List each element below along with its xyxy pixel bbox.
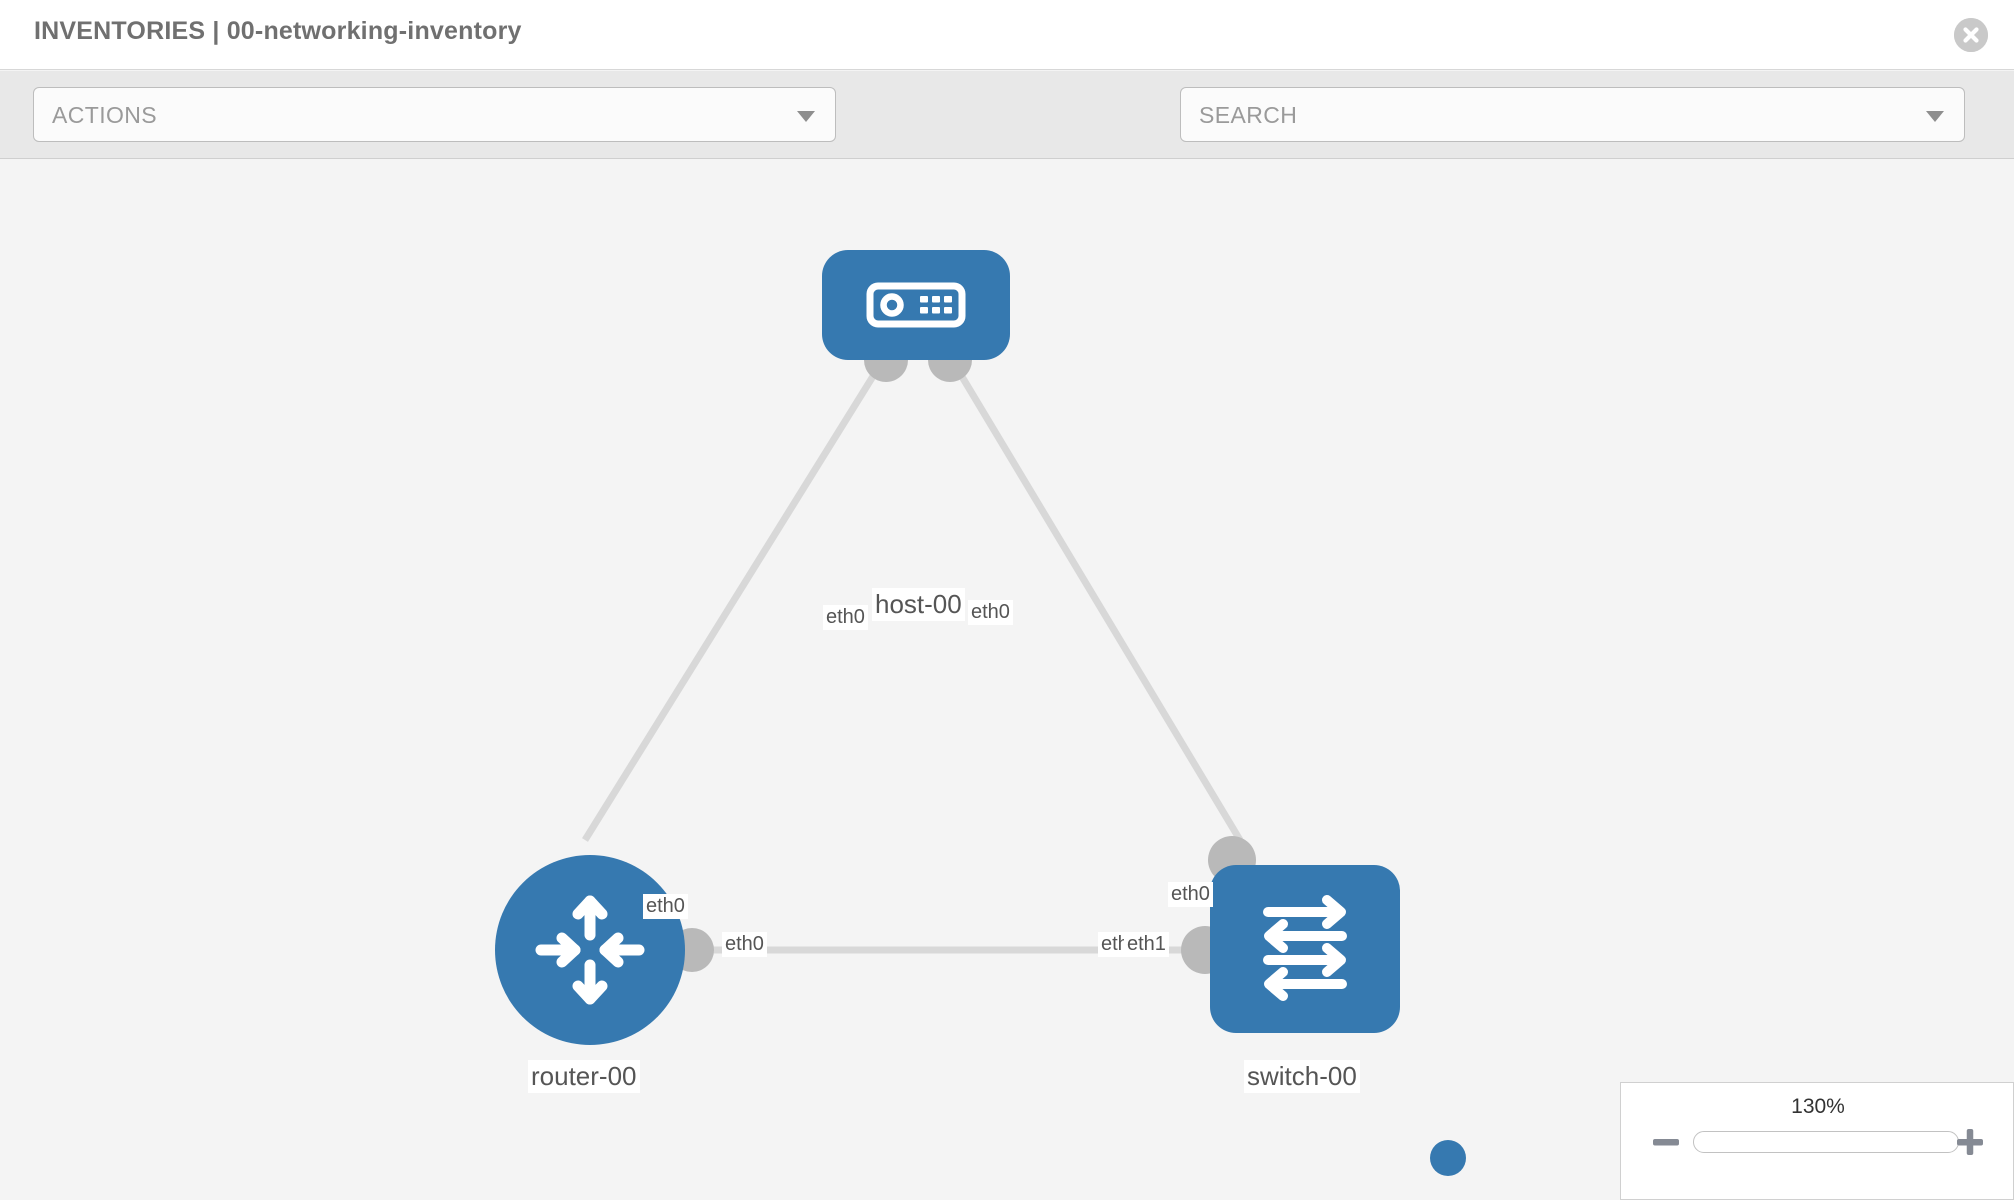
interface-label-switch-left: eth1 (1124, 932, 1169, 957)
interface-label-host-right: eth0 (968, 600, 1013, 625)
search-input[interactable]: SEARCH (1180, 87, 1965, 142)
topology-node-router-00[interactable] (495, 855, 685, 1045)
topology-node-host-00[interactable] (822, 250, 1010, 360)
router-arrows-icon (535, 895, 645, 1005)
close-icon[interactable] (1954, 18, 1988, 52)
switch-node-shape[interactable] (1210, 865, 1400, 1033)
host-node-shape[interactable] (822, 250, 1010, 360)
minus-icon[interactable] (1649, 1125, 1683, 1159)
interface-label-router-right: eth0 (722, 932, 767, 957)
interface-label-host-left: eth0 (823, 605, 868, 630)
zoom-control-panel: 130% (1620, 1082, 2014, 1200)
switch-arrows-icon (1263, 895, 1347, 1001)
zoom-slider-handle[interactable] (1430, 1140, 1466, 1176)
page-header: INVENTORIES | 00-networking-inventory (0, 0, 2014, 70)
zoom-slider-track[interactable] (1693, 1131, 1959, 1153)
interface-label-switch-up: eth0 (1168, 882, 1213, 907)
page-title: INVENTORIES | 00-networking-inventory (34, 17, 522, 45)
node-label-router-00: router-00 (528, 1060, 640, 1093)
chevron-down-icon[interactable] (1926, 111, 1944, 122)
chevron-down-icon (797, 111, 815, 122)
server-icon (866, 282, 966, 328)
topology-node-switch-00[interactable] (1210, 865, 1400, 1033)
edge-host-router (582, 363, 883, 842)
interface-label-router-up: eth0 (643, 894, 688, 919)
connector-group (670, 338, 1256, 974)
toolbar: ACTIONS SEARCH (0, 71, 2014, 197)
actions-dropdown-label: ACTIONS (52, 102, 158, 128)
actions-dropdown[interactable]: ACTIONS (33, 87, 836, 142)
zoom-level-label: 130% (1791, 1095, 1845, 1118)
search-placeholder: SEARCH (1199, 102, 1298, 128)
router-node-shape[interactable] (495, 855, 685, 1045)
plus-icon[interactable] (1953, 1125, 1987, 1159)
edge-host-switch (951, 363, 1244, 842)
node-label-host-00: host-00 (872, 588, 965, 621)
node-label-switch-00: switch-00 (1244, 1060, 1360, 1093)
topology-canvas[interactable]: host-00 (0, 160, 2014, 1200)
